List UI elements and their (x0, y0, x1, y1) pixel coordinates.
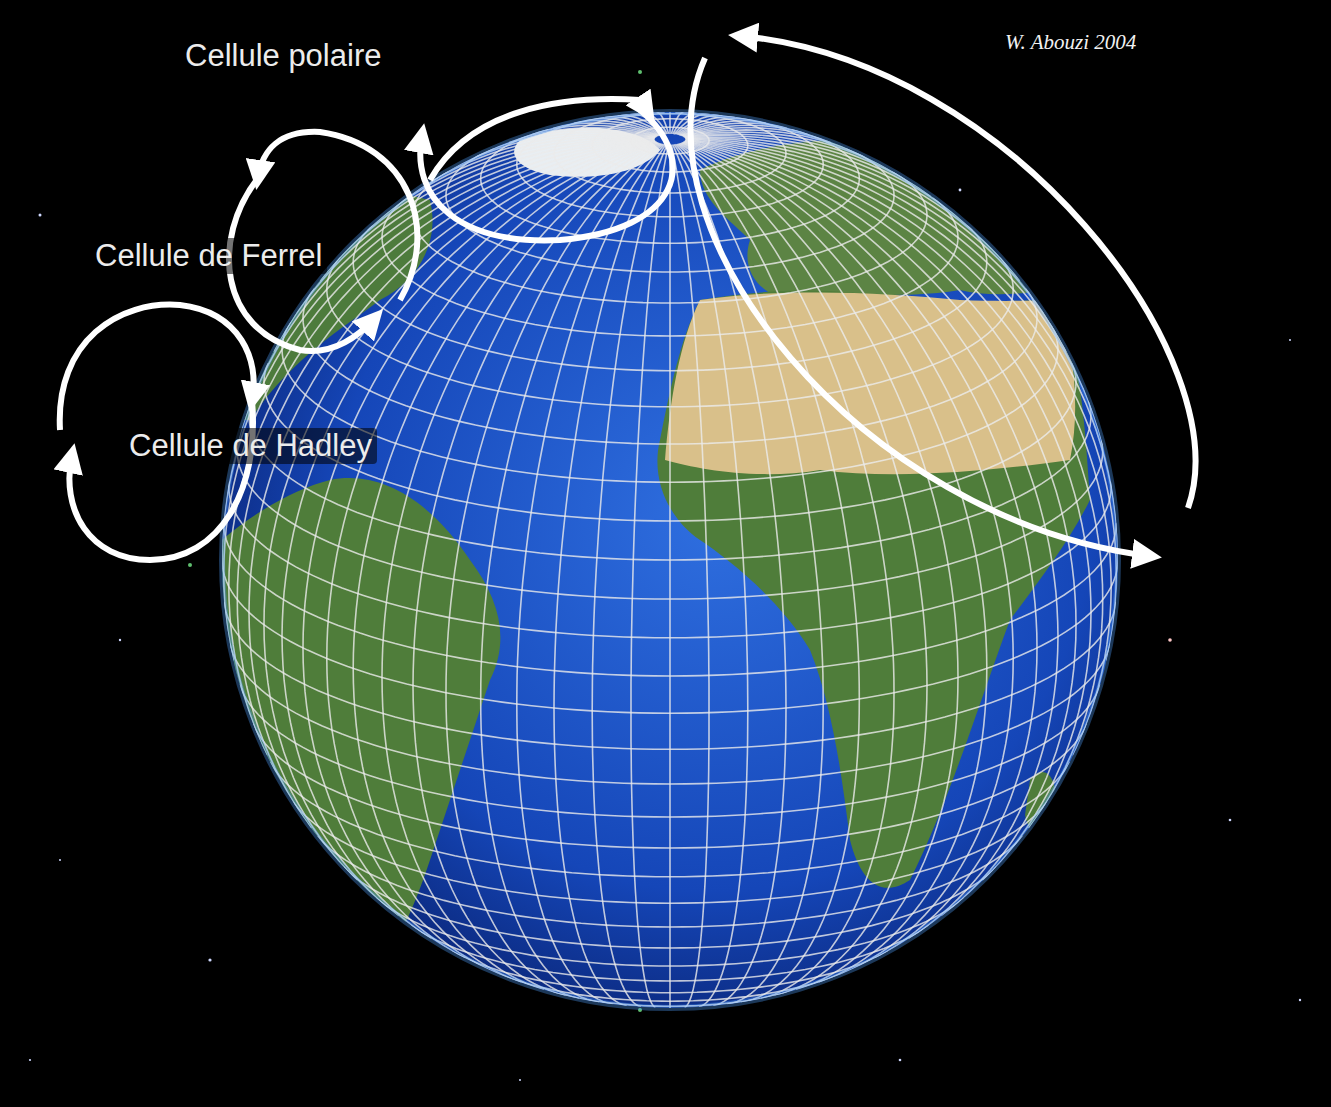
grid-line (592, 145, 667, 1007)
grid-line (684, 132, 899, 174)
watermark: W. Abouzi 2004 (1000, 30, 1141, 55)
grid-line (686, 140, 1117, 661)
grid-line (685, 136, 973, 230)
globe-rim (222, 112, 1118, 1008)
grid-line (685, 141, 1091, 881)
grid-line (678, 144, 894, 999)
grid-line (673, 145, 748, 1007)
stars (29, 70, 1301, 1081)
grid-line (677, 117, 735, 135)
grid-line (677, 144, 860, 1002)
grid-line (675, 144, 823, 1004)
cell-label: Cellule polaire (180, 38, 386, 74)
grid-line (686, 139, 1103, 445)
grid-line (684, 142, 1076, 917)
grid-line (686, 139, 1118, 560)
cell-label: Cellule de Ferrel (90, 238, 327, 274)
grid-line (671, 145, 709, 1008)
grid-line (669, 145, 671, 1008)
grid-line (685, 138, 1066, 351)
grid-line (679, 144, 927, 996)
grid-line (327, 143, 658, 974)
grid-line (382, 143, 660, 989)
cell-label: Cellule de Hadley (124, 428, 377, 464)
grid-line (224, 140, 655, 661)
grid-line (631, 145, 669, 1008)
graticule (222, 112, 1118, 1008)
grid-line (237, 139, 654, 445)
grid-line (554, 144, 666, 1005)
grid-line (685, 140, 1111, 755)
grid-line (680, 143, 958, 989)
grid-line (685, 141, 1103, 829)
grid-line (669, 112, 671, 134)
grid-line (446, 144, 662, 999)
grid-line (683, 142, 1037, 958)
grid-line (671, 112, 683, 134)
circulation-arrows (60, 36, 1196, 560)
grid-line (413, 144, 661, 996)
grid-line (517, 144, 665, 1004)
grid-line (684, 134, 931, 196)
grid-line (353, 143, 659, 983)
grid-line (481, 144, 664, 1002)
